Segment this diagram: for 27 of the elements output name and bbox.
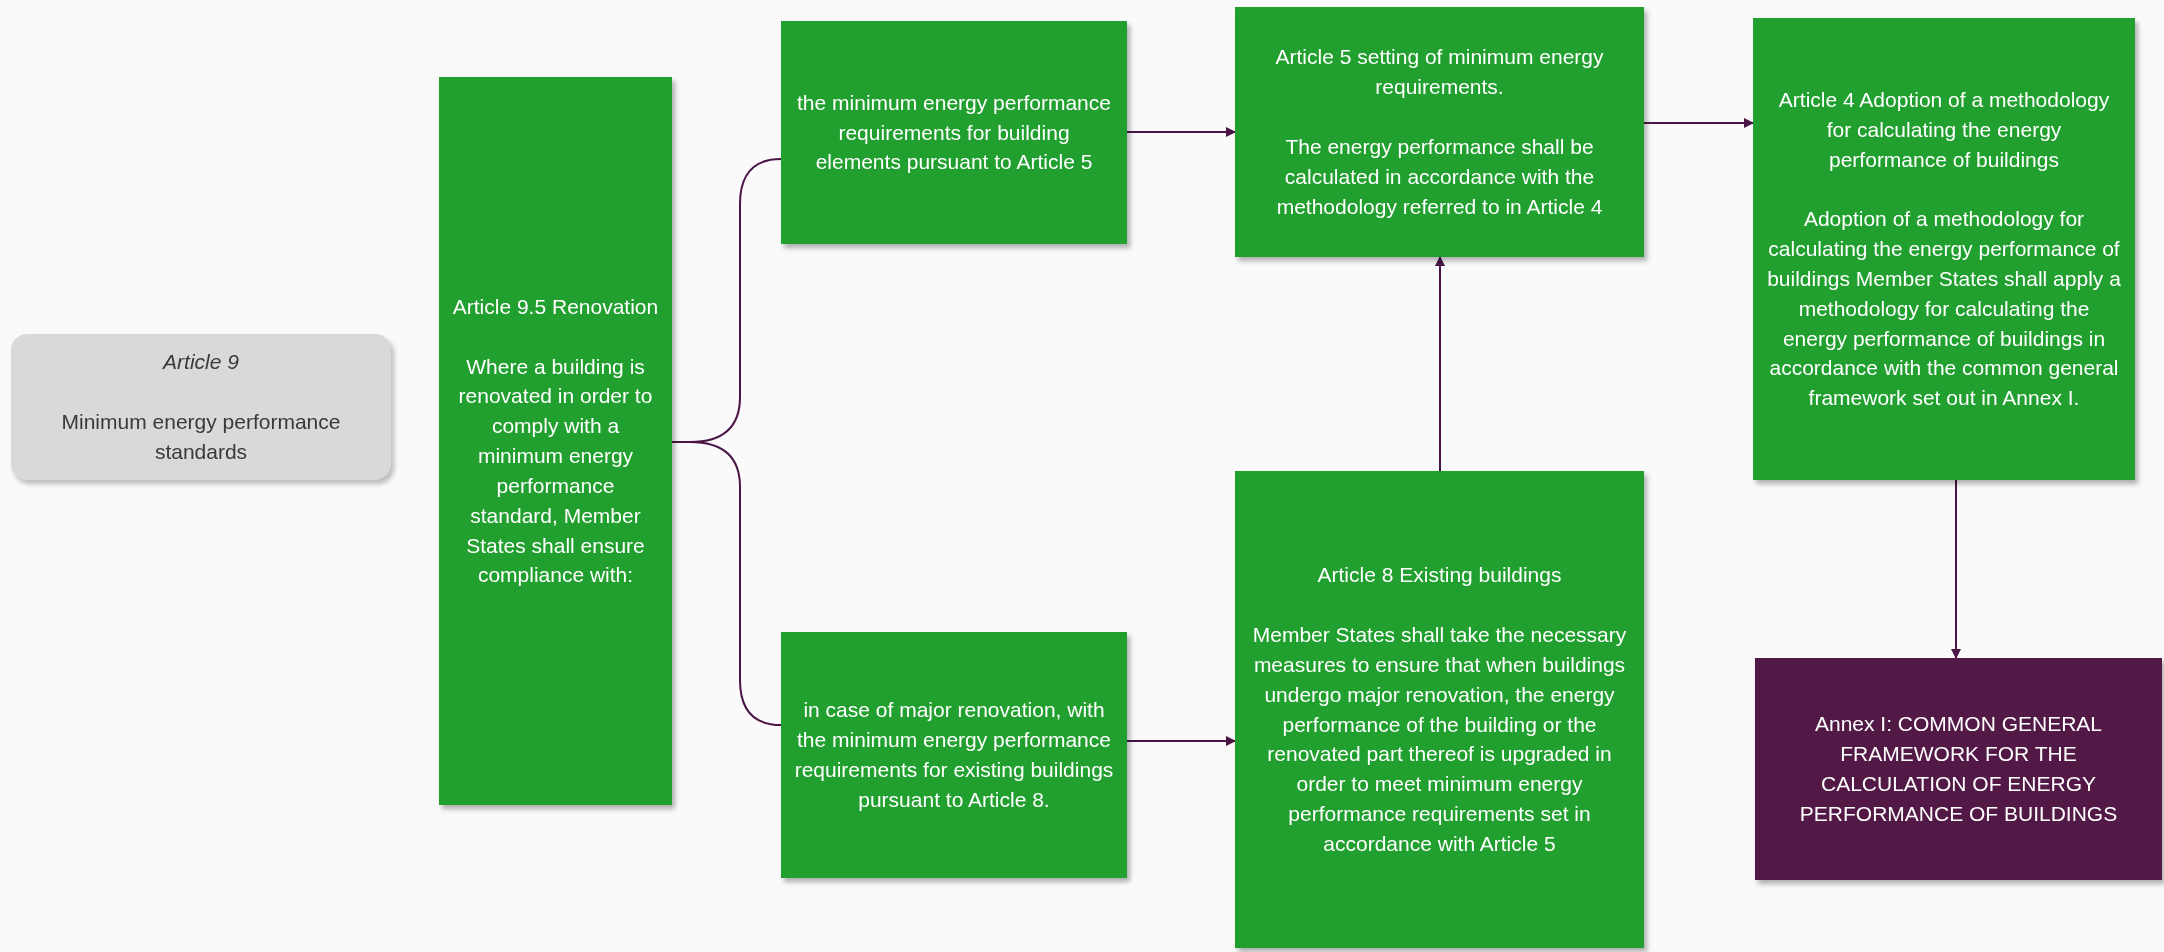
box-text: Adoption of a methodology for calculating the energy performance of buildings Member States shall apply a methodology for calculating the energy performance of buildings in accordance with the common general framework set out in Annex I. — [1766, 206, 2122, 412]
text-box — [439, 77, 672, 805]
box-text: Member States shall take the necessary measures to ensure that when buildings undergo major renovation, the energy performance of the building or the renovated part thereof is upgraded in order to meet minimum energy performance requirements set in accordance with Article 5 — [1251, 622, 1628, 857]
text-box — [781, 21, 1127, 244]
text-box — [1235, 7, 1644, 257]
text-box — [1235, 471, 1644, 948]
box-text: in case of major renovation, with the minimum energy performance requirements for existing buildings pursuant to Article 8. — [793, 697, 1115, 813]
box-heading: Article 9 — [163, 349, 239, 376]
text-box — [781, 632, 1127, 878]
box-heading: Article 9.5 Renovation — [452, 293, 659, 320]
arrow — [1643, 118, 1754, 128]
arrow — [1951, 479, 1961, 659]
box-heading: Article 5 setting of minimum energy requirements. — [1274, 44, 1605, 101]
box-heading: Article 4 Adoption of a methodology for calculating the energy performance of buildings — [1777, 86, 2111, 173]
arrow — [1126, 127, 1236, 137]
arrow — [1126, 736, 1236, 746]
text-box — [1755, 658, 2162, 880]
box-text: Annex I: COMMON GENERAL FRAMEWORK FOR THE CALCULATION OF ENERGY PERFORMANCE OF BUILDINGS — [1798, 711, 2119, 827]
box-text: Minimum energy performance standards — [60, 409, 342, 465]
box-text: Where a building is renovated in order to comply with a minimum energy performance standard, Member States shall ensure compliance with: — [457, 353, 654, 589]
box-heading: Article 8 Existing buildings — [1317, 562, 1562, 589]
text-box — [1753, 18, 2135, 480]
box-text: The energy performance shall be calculated in accordance with the methodology referred to in Article 4 — [1275, 134, 1604, 220]
brace-connector — [671, 441, 782, 726]
box-text: the minimum energy performance requirements for building elements pursuant to Article 5 — [796, 89, 1112, 176]
text-box — [11, 334, 391, 480]
arrow — [1435, 256, 1445, 472]
